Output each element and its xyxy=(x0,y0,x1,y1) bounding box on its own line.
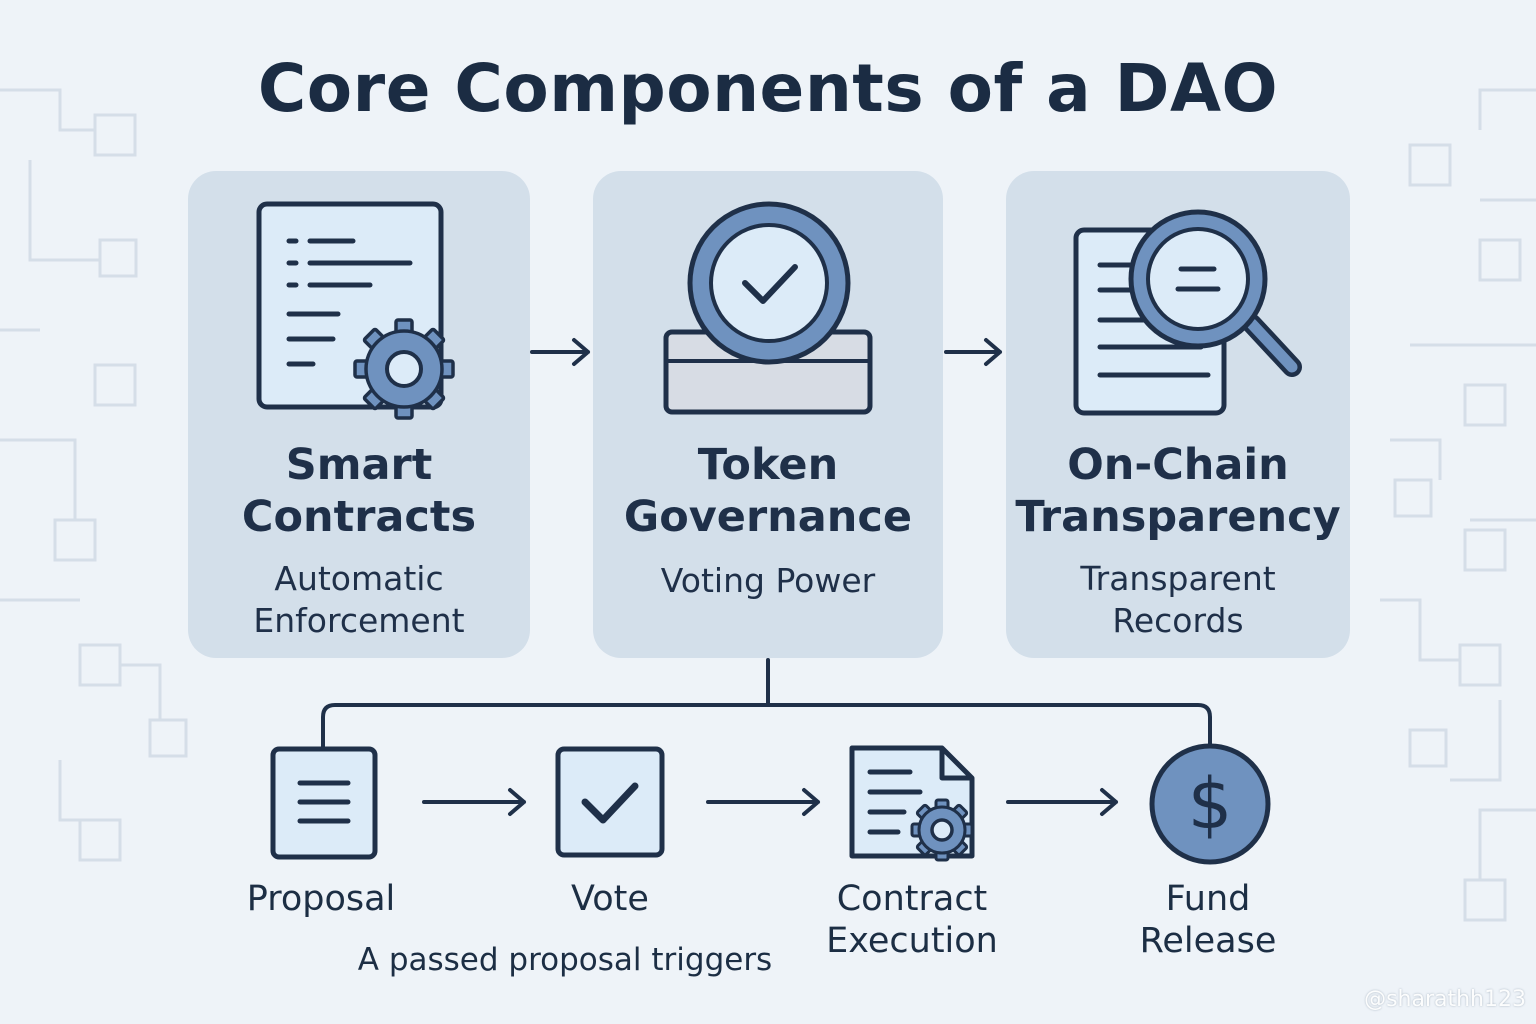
contract-execution-icon xyxy=(849,745,975,862)
card-on-chain-transparency: On-Chain Transparency Transparent Record… xyxy=(1006,171,1350,658)
step-label-line: Fund xyxy=(1165,879,1251,919)
step-label-contract-execution: Contract Execution xyxy=(800,878,1024,962)
arrow-execution-to-fund xyxy=(1006,788,1118,816)
card-subtitle-line: Transparent xyxy=(1080,559,1276,598)
vote-check-icon xyxy=(555,746,665,858)
card-subtitle-line: Enforcement xyxy=(253,601,465,640)
flow-caption: A passed proposal triggers xyxy=(357,942,773,978)
svg-text:$: $ xyxy=(1188,763,1233,845)
step-label-vote: Vote xyxy=(510,878,710,920)
dollar-coin-icon: $ xyxy=(1149,743,1271,865)
card-subtitle-line: Automatic xyxy=(274,559,444,598)
arrow-token-to-transparency xyxy=(944,338,1002,366)
card-title-line: Governance xyxy=(623,492,913,542)
arrow-vote-to-execution xyxy=(706,788,820,816)
step-label-line: Execution xyxy=(826,921,998,961)
watermark: @sharathh123 xyxy=(1364,987,1526,1012)
step-label-fund-release: Fund Release xyxy=(1100,878,1316,962)
card-title-line: On-Chain xyxy=(1067,440,1289,490)
step-label-line: Vote xyxy=(571,879,649,919)
card-title-line: Contracts xyxy=(241,492,477,542)
page-title: Core Components of a DAO xyxy=(257,50,1279,127)
card-smart-contracts: Smart Contracts Automatic Enforcement xyxy=(188,171,530,658)
step-label-line: Release xyxy=(1139,921,1277,961)
card-token-governance: Token Governance Voting Power xyxy=(593,171,943,658)
document-magnifier-icon xyxy=(1073,209,1302,416)
contract-gear-icon xyxy=(256,201,455,420)
card-title-line: Transparency xyxy=(1015,492,1341,542)
card-title-line: Token xyxy=(697,440,839,490)
card-title-line: Smart xyxy=(285,440,433,490)
step-label-line: Contract xyxy=(836,879,988,919)
card-subtitle-line: Voting Power xyxy=(660,561,876,600)
arrow-proposal-to-vote xyxy=(422,788,526,816)
proposal-document-icon xyxy=(270,746,378,860)
step-label-line: Proposal xyxy=(246,879,396,919)
card-subtitle-line: Records xyxy=(1112,601,1244,640)
step-label-proposal: Proposal xyxy=(221,878,421,920)
governance-branch-line xyxy=(321,658,1212,750)
arrow-smart-to-token xyxy=(530,338,590,366)
token-ballot-icon xyxy=(663,201,873,415)
